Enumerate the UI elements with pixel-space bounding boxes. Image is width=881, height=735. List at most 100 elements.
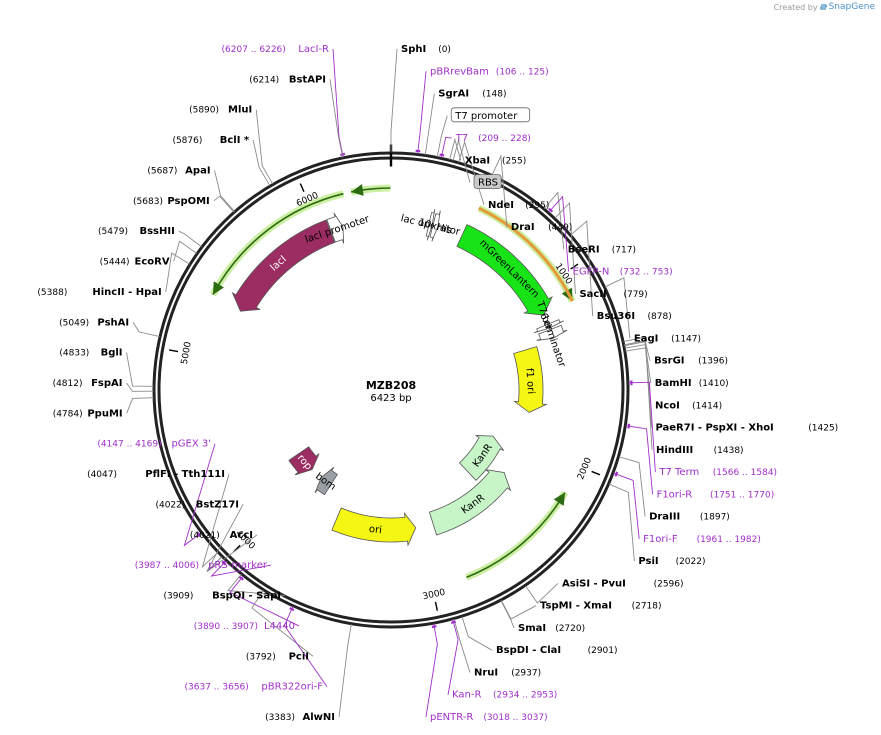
site-bseri[interactable]: BseRI(717): [568, 244, 636, 255]
site-position: (5687): [147, 166, 177, 176]
plasmid-name: MZB208: [366, 379, 416, 392]
site-paer7i-pspxi-xhoi[interactable]: PaeR7I - PspXI - XhoI(1425): [655, 423, 838, 434]
site-acci[interactable]: AccI(4021): [190, 530, 253, 541]
site-sphi[interactable]: SphI(0): [401, 44, 451, 55]
site-bgli[interactable]: BglI(4833): [59, 348, 122, 359]
orf-arrow-head: [351, 184, 364, 196]
boxed-feature-rbs[interactable]: RBS: [473, 174, 502, 190]
site-bsrgi[interactable]: BsrGI(1396): [654, 356, 728, 367]
site-position: (5049): [59, 318, 89, 328]
site-pcii[interactable]: PciI(3792): [246, 651, 309, 662]
primer-prs-marker[interactable]: pRS-marker(3987 .. 4006): [135, 560, 268, 571]
site-draiii[interactable]: DraIII(1897): [649, 512, 730, 523]
feature-10xhis[interactable]: 10xHis: [417, 210, 453, 242]
feature-arrow-body: [458, 435, 505, 481]
site-bstz17i[interactable]: BstZ17I(4022): [155, 499, 239, 510]
primer-f1ori-f[interactable]: F1ori-F(1961 .. 1982): [643, 534, 761, 545]
feature-f1-ori[interactable]: f1 ori: [513, 346, 548, 413]
site-position: (295): [525, 201, 549, 211]
site-name: PshAI: [97, 317, 129, 328]
site-name: pGEX 3': [171, 439, 211, 450]
site-pspomi[interactable]: PspOMI(5683): [133, 196, 210, 207]
site-bstapi[interactable]: BstAPI(6214): [249, 74, 326, 85]
site-bsshii[interactable]: BssHII(5479): [98, 226, 175, 237]
site-position: (717): [612, 245, 636, 255]
site-name: EGFP-N: [573, 267, 610, 278]
site-hincii-hpai[interactable]: HincII - HpaI(5388): [37, 287, 161, 298]
site-fspai[interactable]: FspAI(4812): [53, 378, 123, 389]
site-psii[interactable]: PsiI(2022): [638, 556, 705, 567]
site-bspdi-clai[interactable]: BspDI - ClaI(2901): [496, 645, 618, 656]
boxed-feature-t7-promoter[interactable]: T7 promoter: [450, 107, 531, 123]
tick-label: 3000: [422, 588, 447, 603]
site-alwni[interactable]: AlwNI(3383): [265, 712, 335, 723]
primer-t7-term[interactable]: T7 Term(1566 .. 1584): [658, 467, 777, 478]
primer-pbrrevbam[interactable]: pBRrevBam(106 .. 125): [430, 66, 549, 77]
leader-line: [183, 443, 216, 547]
boxed-feature-label: RBS: [478, 178, 498, 189]
primer-t7[interactable]: T7(209 .. 228): [455, 133, 531, 144]
site-position: (449): [548, 223, 572, 233]
site-position: (3792): [246, 652, 276, 662]
site-name: SphI: [401, 44, 426, 55]
leader-lines: [126, 48, 656, 718]
site-ncoi[interactable]: NcoI(1414): [655, 400, 722, 411]
site-position: (5444): [100, 258, 130, 268]
primer-pentr-r[interactable]: pENTR-R(3018 .. 3037): [430, 712, 548, 723]
site-eagi[interactable]: EagI(1147): [634, 333, 701, 344]
site-nrui[interactable]: NruI(2937): [474, 667, 541, 678]
site-tspmi-xmai[interactable]: TspMI - XmaI(2718): [540, 601, 662, 612]
site-pshai[interactable]: PshAI (5049): [59, 317, 129, 328]
primer-bind-mark: [196, 532, 202, 538]
site-name: PpuMI: [87, 408, 122, 419]
site-sacii[interactable]: SacII(779): [579, 289, 647, 300]
leader-line: [554, 201, 576, 294]
leader-line: [447, 619, 459, 695]
site-ndei[interactable]: NdeI(295): [488, 200, 549, 211]
site-asisi-pvui[interactable]: AsiSI - PvuI(2596): [562, 578, 684, 589]
site-pflfi-tth111i[interactable]: PflFI - Tth111I(4047): [87, 469, 225, 480]
primer-pgex-3[interactable]: pGEX 3'(4147 .. 4169): [97, 439, 211, 450]
leader-line: [449, 137, 462, 161]
site-name: BssHII: [139, 226, 174, 237]
site-ppumi[interactable]: PpuMI(4784): [53, 408, 123, 419]
orf-arrow-head: [553, 492, 566, 506]
primer-laci-r[interactable]: LacI-R(6207 .. 6226): [222, 44, 330, 55]
feature-kanr[interactable]: KanR: [428, 469, 512, 536]
site-xbai[interactable]: XbaI(255): [465, 155, 526, 166]
feature-rop[interactable]: rop: [288, 446, 320, 476]
site-name: BglI: [101, 348, 123, 359]
site-drai[interactable]: DraI(449): [511, 222, 572, 233]
primer-bind-mark: [415, 149, 421, 153]
site-mlui[interactable]: MluI(5890): [189, 105, 252, 116]
site-name: EcoRV: [135, 257, 170, 268]
leader-line: [417, 71, 427, 155]
feature-ori[interactable]: ori: [331, 507, 417, 547]
primer-f1ori-r[interactable]: F1ori-R(1751 .. 1770): [657, 489, 775, 500]
feature-laci[interactable]: lacI: [231, 219, 336, 312]
leader-line: [126, 382, 154, 392]
primer-egfp-n[interactable]: EGFP-N(732 .. 753): [573, 267, 673, 278]
feature-arrow-body: [425, 209, 436, 241]
boxed-feature-label: T7 promoter: [454, 111, 518, 122]
site-name: T7: [455, 133, 468, 144]
primer-pbr322ori-f[interactable]: pBR322ori-F(3637 .. 3656): [185, 682, 324, 693]
site-position: (5388): [37, 288, 67, 298]
site-smai[interactable]: SmaI(2720): [518, 623, 585, 634]
feature-bom[interactable]: bom: [313, 466, 338, 496]
site-apai[interactable]: ApaI(5687): [147, 165, 210, 176]
leader-line: [201, 473, 230, 569]
plasmid-size: 6423 bp: [370, 393, 411, 404]
site-bcli[interactable]: BclI *(5876): [172, 135, 249, 146]
primer-kan-r[interactable]: Kan-R(2934 .. 2953): [452, 690, 557, 701]
site-bspqi-sapi[interactable]: BspQI - SapI(3909): [163, 591, 281, 602]
feature-kanr[interactable]: KanR: [458, 435, 505, 481]
site-ecorv[interactable]: EcoRV (5444): [100, 257, 170, 268]
site-bsu36i[interactable]: Bsu36I(878): [597, 311, 672, 322]
site-name: PspOMI: [167, 196, 209, 207]
site-name: SgrAI: [438, 89, 469, 100]
site-sgrai[interactable]: SgrAI(148): [438, 89, 506, 100]
site-bamhi[interactable]: BamHI(1410): [655, 378, 729, 389]
site-hindiii[interactable]: HindIII(1438): [656, 445, 744, 456]
primer-l4440[interactable]: L4440(3890 .. 3907): [194, 621, 295, 632]
